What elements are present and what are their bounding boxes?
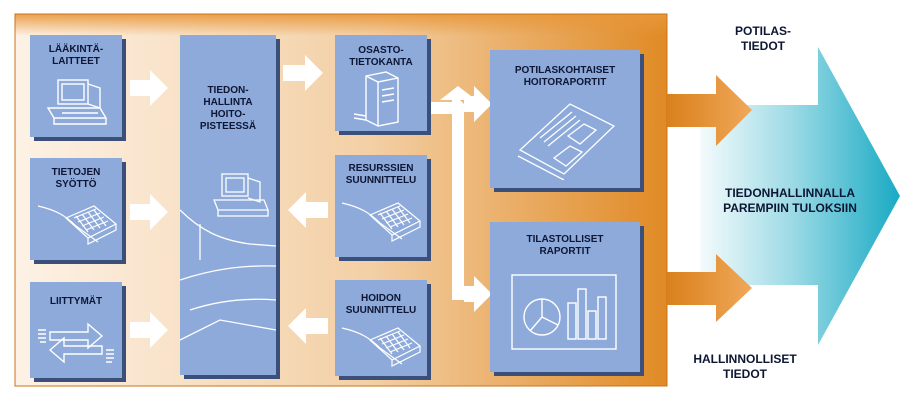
computer-icon <box>46 79 108 125</box>
arrow-resurssien <box>288 192 328 228</box>
document-icon <box>517 103 616 180</box>
hallinnolliset-arrow <box>667 254 752 322</box>
arrow-to-potilaskohtaiset <box>464 86 492 122</box>
hoidon-suunnittelu-label: HOIDON SUUNNITTELU <box>345 293 417 316</box>
arrow-to-tilastolliset <box>464 276 492 312</box>
arrow-osasto <box>283 55 323 91</box>
liittymat-label: LIITTYMÄT <box>49 296 103 307</box>
exchange-arrows-icon <box>38 322 114 364</box>
background-panel-border <box>14 13 668 387</box>
arrow-syotto <box>130 194 168 230</box>
hoidon-suunnittelu-box <box>335 280 427 376</box>
tilastolliset-label: TILASTOLLISET RAPORTIT <box>526 234 604 257</box>
potilastiedot-label: POTILAS- TIEDOT <box>735 24 791 53</box>
potilaskohtaiset-label: POTILASKOHTAISET HOITORAPORTIT <box>514 65 616 88</box>
laakintalaitteet-label: LÄÄKINTÄ- LAITTEET <box>48 44 104 67</box>
arrow-liittymat <box>130 312 168 348</box>
keypad-icon <box>341 327 422 367</box>
tilastolliset-box <box>490 222 640 372</box>
tiedonhallinta-box <box>180 35 276 375</box>
tulos-label: TIEDONHALLINNALLA PAREMPIIN TULOKSIIN <box>723 186 857 215</box>
background-panel-top <box>15 14 667 36</box>
resurssien-suunnittelu-label: RESURSSIEN SUUNNITTELU <box>345 163 417 186</box>
osastotietokanta-box <box>335 35 427 131</box>
vertical-connector <box>452 112 464 300</box>
arrow-hoidon <box>288 308 328 344</box>
output-big-arrow <box>700 47 900 345</box>
tietojen-syotto-label: TIETOJEN SYÖTTÖ <box>51 167 101 190</box>
server-icon <box>353 71 399 127</box>
hallinnolliset-label: HALLINNOLLISET TIEDOT <box>693 352 797 381</box>
resurssien-suunnittelu-box <box>335 155 427 257</box>
potilastiedot-arrow <box>667 75 752 146</box>
tiedonhallinta-label: TIEDON- HALLINTA HOITO- PISTEESSÄ <box>199 85 257 132</box>
tietojen-syotto-box <box>30 158 122 260</box>
arrow-laakinta <box>130 70 168 106</box>
workstation-illustration <box>180 173 276 341</box>
keypad-icon <box>341 202 422 242</box>
chart-icon <box>511 274 617 350</box>
keypad-icon <box>37 205 118 245</box>
osastotietokanta-label: OSASTO- TIETOKANTA <box>349 45 413 68</box>
